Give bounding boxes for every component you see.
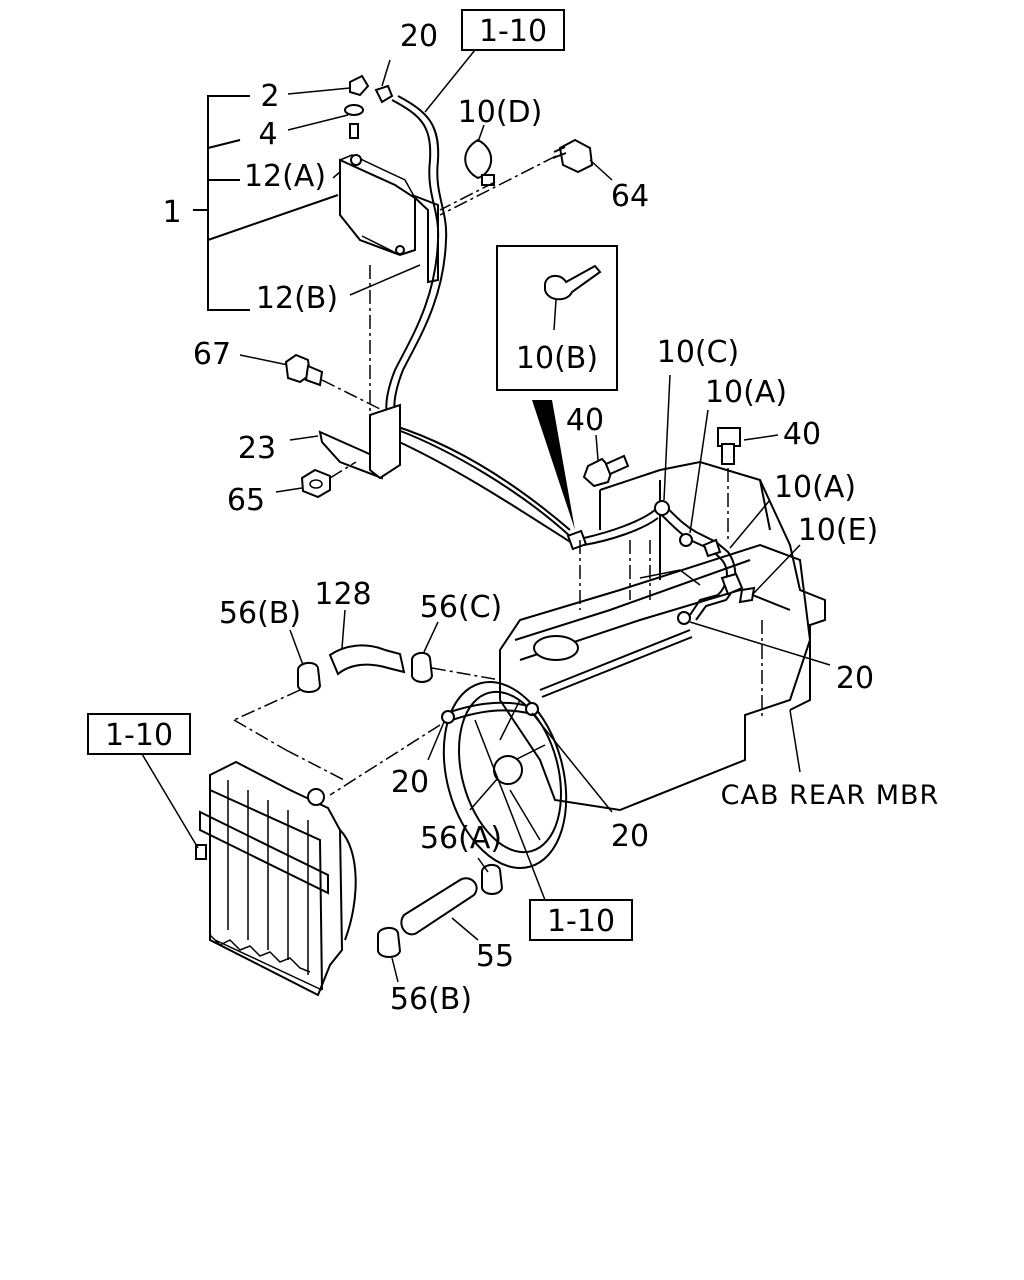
ref-box-left: 1-10 (87, 713, 199, 849)
callout-10c: 10(C) (657, 335, 740, 370)
callout-56c: 56(C) (420, 590, 503, 625)
label-10b: 10(B) (516, 341, 598, 376)
ref-box-bottom-label: 1-10 (547, 904, 615, 939)
callout-67: 67 (193, 337, 231, 372)
callout-55: 55 (476, 939, 514, 974)
callout-40-right: 40 (783, 417, 821, 452)
callout-128: 128 (314, 577, 371, 612)
callout-64: 64 (611, 179, 649, 214)
callout-20-low: 20 (611, 819, 649, 854)
ref-box-bottom: 1-10 (474, 719, 633, 941)
callout-10a-lower: 10(A) (774, 470, 856, 505)
bracket-23 (289, 403, 401, 480)
pointer-wedge (532, 400, 575, 530)
callout-12b: 12(B) (256, 281, 338, 316)
ref-box-top-label: 1-10 (479, 14, 547, 49)
callout-10d: 10(D) (458, 95, 543, 130)
callout-56b-lower: 56(B) (390, 982, 472, 1017)
callout-20-right: 20 (836, 661, 874, 696)
callout-40-left: 40 (566, 403, 604, 438)
fan (329, 681, 613, 869)
tie-band (439, 124, 496, 211)
lower-hose (377, 857, 504, 983)
overflow-hose (374, 59, 659, 551)
upper-hose (233, 609, 501, 781)
detail-box-10b: 10(B) (496, 245, 618, 530)
bolt-64 (439, 138, 613, 216)
callout-10e: 10(E) (798, 513, 879, 548)
bolt-67 (239, 353, 383, 411)
callout-65: 65 (227, 483, 265, 518)
callout-1: 1 (162, 195, 181, 230)
cab-rear-mbr-label: CAB REAR MBR (721, 780, 940, 811)
callout-4: 4 (258, 117, 277, 152)
callout-23: 23 (238, 431, 276, 466)
callout-12a: 12(A) (244, 159, 326, 194)
callout-56b-upper: 56(B) (219, 596, 301, 631)
radiator (195, 760, 357, 997)
ref-box-left-label: 1-10 (105, 718, 173, 753)
ref-box-top: 1-10 (424, 9, 565, 113)
callout-10a-upper: 10(A) (705, 375, 787, 410)
engine-block (499, 374, 831, 812)
callout-labels: 1 2 4 12(A) 12(B) 20 10(D) 64 67 23 65 4… (162, 19, 940, 1017)
callout-56a: 56(A) (420, 821, 502, 856)
callout-2: 2 (260, 79, 279, 114)
callout-20-mid: 20 (391, 765, 429, 800)
callout-20-top: 20 (400, 19, 438, 54)
nut-65 (275, 461, 357, 499)
